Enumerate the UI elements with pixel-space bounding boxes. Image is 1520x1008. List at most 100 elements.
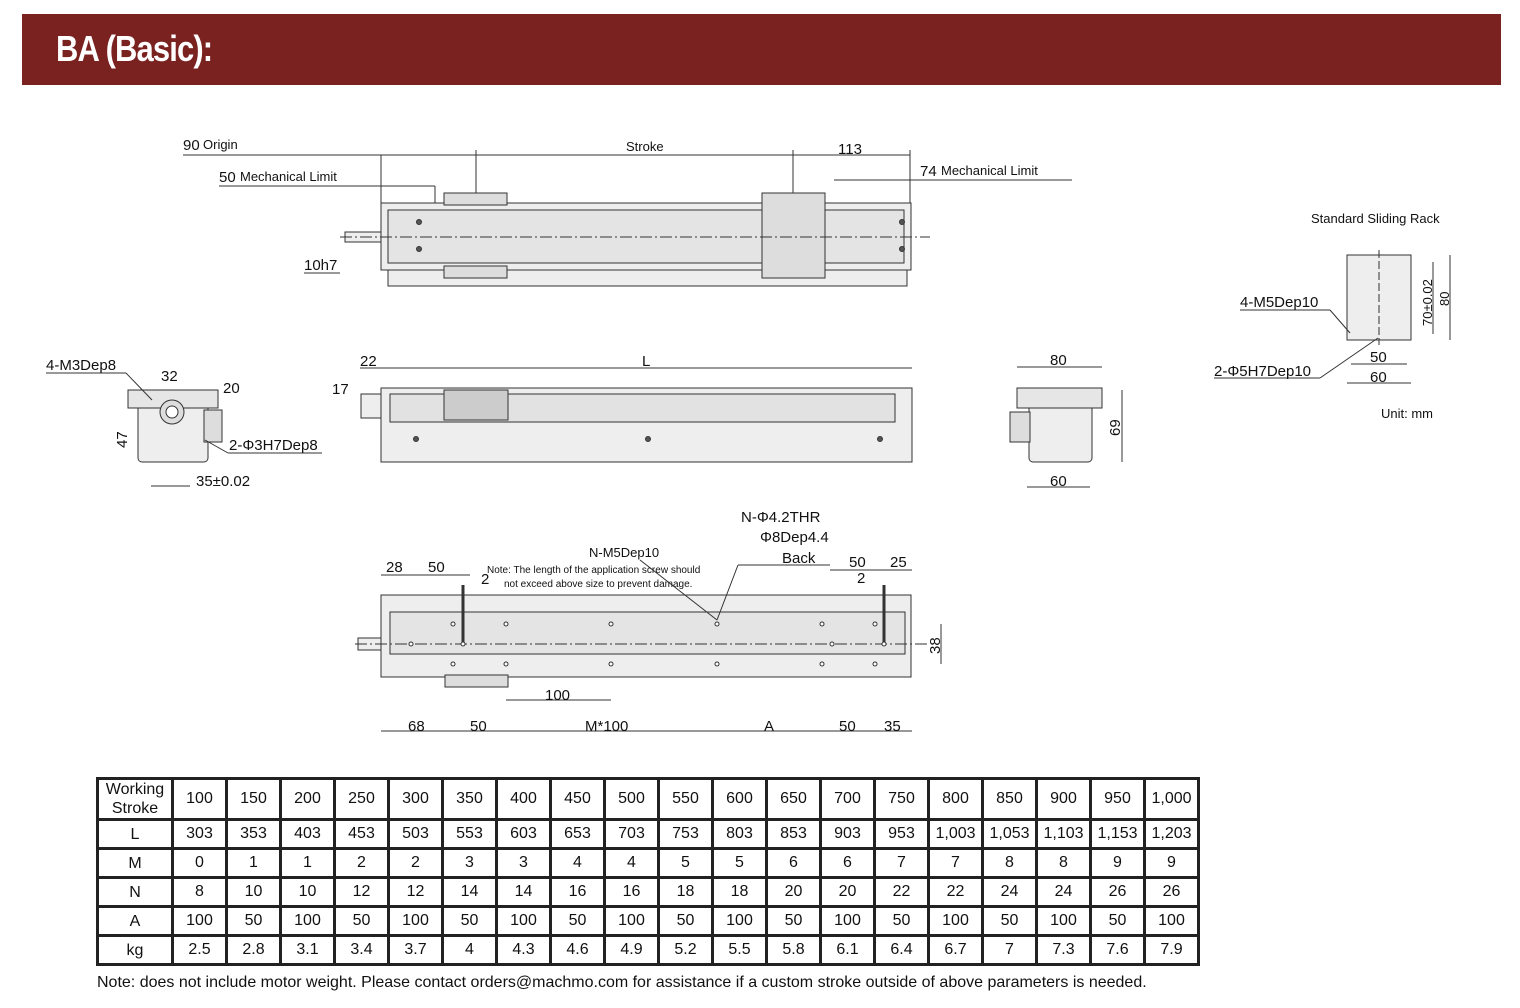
- d28-dim: 28: [386, 559, 403, 576]
- table-cell: 7.6: [1089, 934, 1146, 966]
- table-cell: 14: [441, 876, 498, 908]
- table-cell: 553: [441, 818, 498, 850]
- table-cell: 650: [765, 777, 822, 821]
- table-cell: 100: [711, 905, 768, 937]
- d50r-dim: 50: [849, 554, 866, 571]
- table-cell: 2: [333, 847, 390, 879]
- m100-dim: M*100: [585, 718, 628, 735]
- table-cell: 503: [387, 818, 444, 850]
- table-cell: 50: [441, 905, 498, 937]
- table-cell: 20: [765, 876, 822, 908]
- table-cell: 653: [549, 818, 606, 850]
- table-cell: 403: [279, 818, 336, 850]
- d22-dim: 22: [360, 353, 377, 370]
- bottom-view: N-Φ4.2THR Φ8Dep4.4 Back N-M5Dep10 Note: …: [355, 509, 944, 735]
- table-cell: 100: [819, 905, 876, 937]
- table-cell: 803: [711, 818, 768, 850]
- table-cell: 1,003: [927, 818, 984, 850]
- table-cell: 100: [171, 905, 228, 937]
- table-cell: 1: [225, 847, 282, 879]
- d35-dim: 35: [884, 718, 901, 735]
- table-cell: 1,203: [1143, 818, 1200, 850]
- table-cell: 3.4: [333, 934, 390, 966]
- note-line-1: Note: The length of the application scre…: [487, 565, 700, 576]
- table-cell: 250: [333, 777, 390, 821]
- table-cell: 16: [549, 876, 606, 908]
- technical-drawing: 90 Origin 50 Mechanical Limit Stroke 113…: [46, 137, 1452, 735]
- table-cell: 18: [657, 876, 714, 908]
- table-cell: 2.8: [225, 934, 282, 966]
- table-cell: 3: [495, 847, 552, 879]
- table-cell: 6.1: [819, 934, 876, 966]
- table-cell: 8: [981, 847, 1038, 879]
- origin-label: Origin: [203, 137, 238, 152]
- table-cell: 5: [657, 847, 714, 879]
- table-cell: 4.6: [549, 934, 606, 966]
- L-dim: L: [642, 353, 650, 370]
- table-cell: 6.4: [873, 934, 930, 966]
- m5-label: N-M5Dep10: [589, 545, 659, 560]
- m3-tap-label: 4-M3Dep8: [46, 357, 116, 374]
- table-cell: 453: [333, 818, 390, 850]
- d50l-dim: 50: [428, 559, 445, 576]
- table-cell: 0: [171, 847, 228, 879]
- A-dim: A: [764, 718, 774, 735]
- table-cell: 16: [603, 876, 660, 908]
- right-dim-113: 113: [838, 141, 862, 158]
- left-end-view: 4-M3Dep8 32 20 47 2-Φ3H7Dep8 35±0.02: [46, 357, 322, 490]
- d68-dim: 68: [408, 718, 425, 735]
- table-cell: 50: [549, 905, 606, 937]
- table-cell: 500: [603, 777, 660, 821]
- rack-w60-dim: 60: [1370, 369, 1387, 386]
- d25-dim: 25: [890, 554, 907, 571]
- table-cell: 5.2: [657, 934, 714, 966]
- table-cell: 150: [225, 777, 282, 821]
- table-cell: 6: [819, 847, 876, 879]
- table-cell: 3: [441, 847, 498, 879]
- table-cell: 953: [873, 818, 930, 850]
- table-cell: 22: [927, 876, 984, 908]
- table-cell: 20: [819, 876, 876, 908]
- shaft-dim: 10h7: [304, 257, 337, 274]
- table-cell: 350: [441, 777, 498, 821]
- rack-h80-dim: 80: [1437, 292, 1452, 306]
- table-cell: 800: [927, 777, 984, 821]
- w35-dim: 35±0.02: [196, 473, 250, 490]
- table-cell: 600: [711, 777, 768, 821]
- table-cell: 7: [981, 934, 1038, 966]
- d2r-dim: 2: [857, 570, 865, 587]
- table-cell: 903: [819, 818, 876, 850]
- table-cell: 603: [495, 818, 552, 850]
- table-cell: 7.3: [1035, 934, 1092, 966]
- table-cell: 4: [603, 847, 660, 879]
- table-cell: 2.5: [171, 934, 228, 966]
- table-cell: 50: [765, 905, 822, 937]
- row-header: A: [96, 905, 174, 937]
- table-cell: 303: [171, 818, 228, 850]
- w80-dim: 80: [1050, 352, 1067, 369]
- table-cell: 1: [279, 847, 336, 879]
- table-cell: 10: [279, 876, 336, 908]
- d50b-dim: 50: [839, 718, 856, 735]
- table-cell: 8: [171, 876, 228, 908]
- w60-dim: 60: [1050, 473, 1067, 490]
- mech-limit-left-label: Mechanical Limit: [240, 169, 337, 184]
- rack-w50-dim: 50: [1370, 349, 1387, 366]
- table-cell: 1,103: [1035, 818, 1092, 850]
- table-cell: 750: [873, 777, 930, 821]
- table-cell: 100: [1143, 905, 1200, 937]
- table-cell: 1,000: [1143, 777, 1200, 821]
- table-cell: 353: [225, 818, 282, 850]
- table-cell: 5.8: [765, 934, 822, 966]
- table-cell: 22: [873, 876, 930, 908]
- table-cell: 50: [873, 905, 930, 937]
- table-cell: 26: [1143, 876, 1200, 908]
- row-header: Working Stroke: [96, 777, 174, 821]
- sliding-rack-view: Standard Sliding Rack 4-M5Dep10 2-Φ5H7De…: [1214, 211, 1452, 421]
- mech-limit-right-label: Mechanical Limit: [941, 163, 1038, 178]
- side-view: 22 L 17: [332, 353, 913, 463]
- table-cell: 2: [387, 847, 444, 879]
